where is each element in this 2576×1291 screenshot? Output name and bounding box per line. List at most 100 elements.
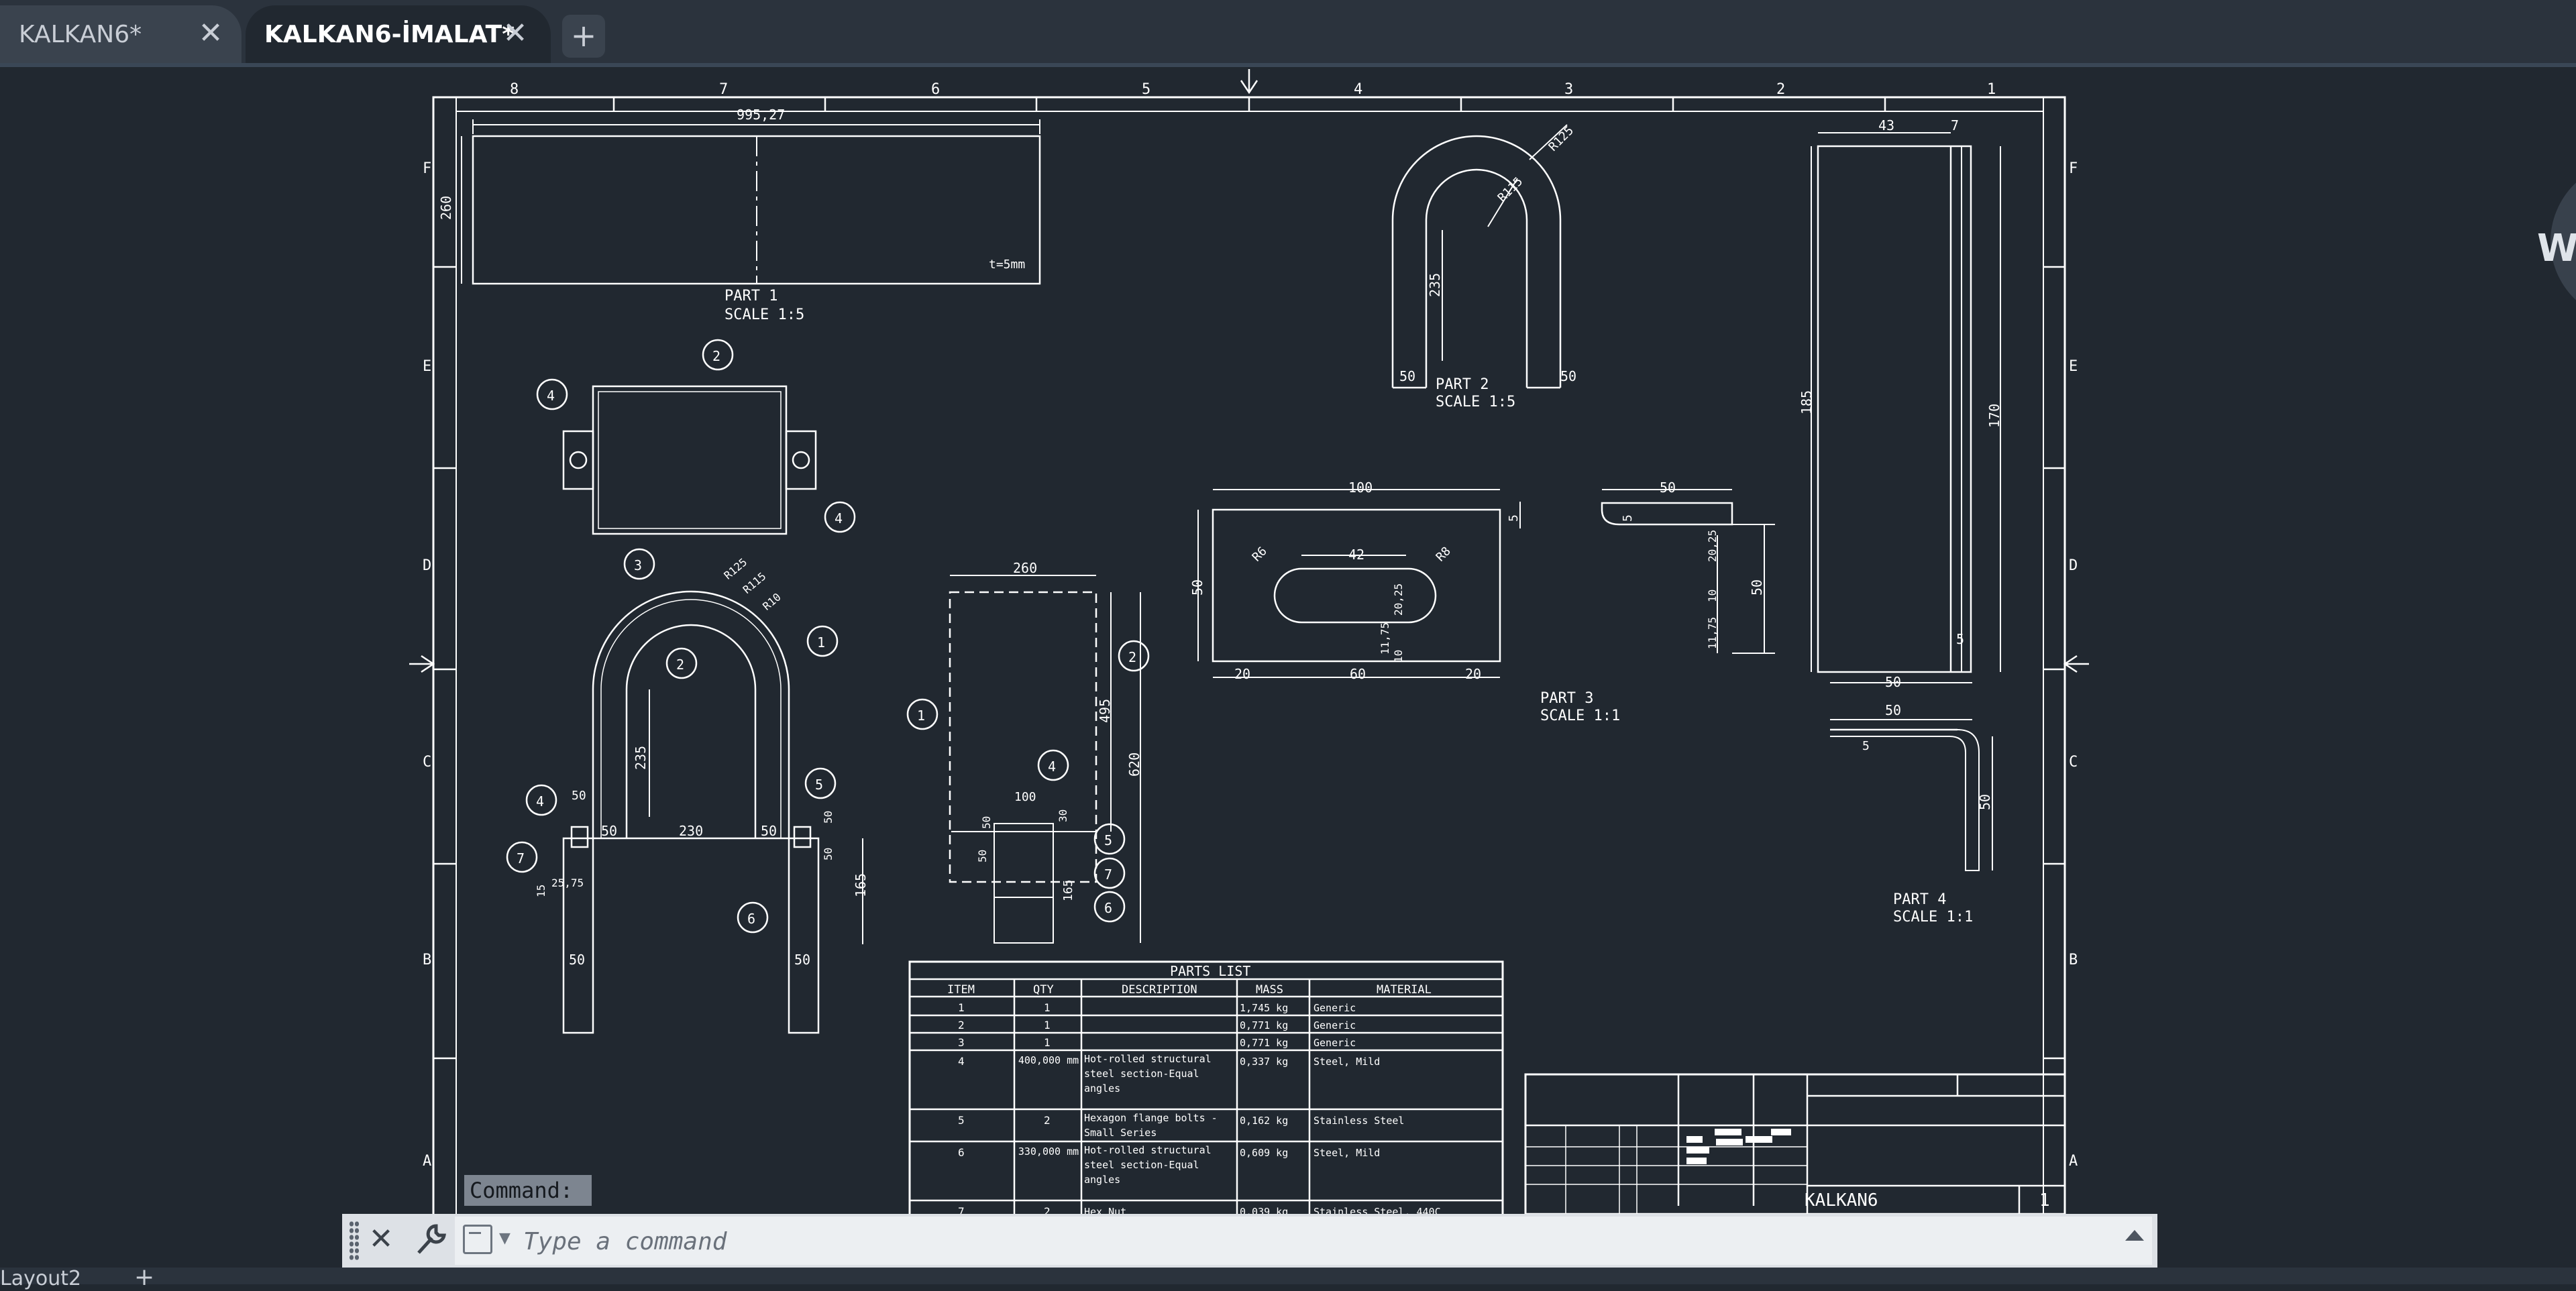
assembly-side-view[interactable] (906, 575, 1150, 944)
viewcube-west-label[interactable]: W (2537, 227, 2576, 270)
balloon-label: 2 (676, 657, 684, 673)
part2-r-outer: R125 (1546, 123, 1577, 154)
close-icon[interactable]: ✕ (198, 16, 223, 50)
title-block (1524, 1073, 2066, 1231)
front-r3: R10 (760, 590, 783, 612)
assembly-top-view[interactable] (536, 339, 856, 580)
tab-layout2[interactable]: Layout2 (0, 1267, 82, 1290)
part3-side-d3: 11,75 (1706, 617, 1719, 649)
border-label: 5 (1142, 81, 1150, 98)
cell: 1 (1044, 1001, 1051, 1014)
part3-r-left: R6 (1250, 544, 1270, 564)
part3-d1: 20,25 (1392, 583, 1405, 616)
part3-label: PART 3 (1540, 690, 1593, 707)
border-label: B (423, 952, 431, 968)
part3-r-right: R8 (1434, 544, 1454, 564)
part3-d2: 10 (1392, 650, 1405, 663)
drag-handle-icon[interactable] (349, 1221, 360, 1261)
assembly-front-view[interactable] (506, 590, 863, 1034)
cell: 0,771 kg (1240, 1037, 1288, 1049)
side-h1: 495 (1097, 699, 1113, 723)
front-r2: R115 (741, 570, 769, 596)
border-label: E (423, 358, 431, 375)
part2-r-inner: R115 (1495, 174, 1526, 205)
part4-right-dim: 170 (1986, 404, 2002, 428)
side-d1: 100 (1014, 790, 1036, 804)
border-label: 6 (931, 81, 940, 98)
cell: 6 (958, 1146, 965, 1159)
part1-label: PART 1 (724, 288, 777, 304)
part4-view[interactable] (1811, 132, 2001, 871)
chevron-up-icon[interactable] (2125, 1230, 2144, 1241)
cell: 5 (958, 1114, 965, 1127)
side-d5: 165 (1061, 879, 1075, 901)
front-small2: 15 (535, 885, 547, 897)
front-small4: 50 (822, 848, 835, 860)
side-h2: 620 (1126, 752, 1142, 777)
border-label: D (2069, 557, 2078, 574)
new-tab-button[interactable]: + (562, 15, 605, 58)
wrench-icon[interactable] (409, 1219, 449, 1259)
border-label: 8 (510, 81, 519, 98)
front-foot-left: 50 (569, 952, 585, 968)
part3-side-height: 50 (1749, 579, 1765, 596)
title-block-sheet: 1 (2039, 1190, 2050, 1211)
balloon-label: 5 (815, 777, 823, 793)
drawing-canvas[interactable]: 8 7 6 5 4 3 2 1 F E D C B A F E D C B A … (0, 66, 2576, 1268)
tabbar-divider (0, 63, 2576, 67)
front-r1: R125 (722, 555, 750, 581)
cell: Hot-rolled structural steel section-Equa… (1084, 1053, 1212, 1094)
sheet-border (409, 69, 2089, 1232)
part4-bottom-dim: 50 (1885, 674, 1901, 690)
command-input[interactable] (522, 1221, 2068, 1262)
part1-view[interactable] (461, 119, 1041, 285)
balloon-label: 6 (1104, 900, 1112, 916)
border-label-top: 8 7 6 5 4 3 2 1 (510, 81, 1996, 98)
border-label: C (2069, 754, 2078, 771)
tab-kalkan6-imalat[interactable]: KALKAN6-İMALAT* ✕ (246, 5, 551, 63)
add-layout-button[interactable]: + (134, 1264, 155, 1291)
border-label: 4 (1354, 81, 1362, 98)
chevron-down-icon[interactable]: ▼ (499, 1230, 511, 1247)
close-icon[interactable]: ✕ (502, 16, 528, 50)
parts-list-header: DESCRIPTION (1122, 983, 1197, 997)
command-prompt-icon[interactable] (463, 1225, 492, 1254)
part3-width-dim: 100 (1348, 480, 1373, 496)
cell: 4 (958, 1055, 965, 1068)
cell: Hexagon flange bolts - Small Series (1084, 1112, 1218, 1139)
front-leg-dim: 50 (572, 789, 586, 803)
part2-label: PART 2 (1436, 376, 1489, 393)
border-label: 2 (1776, 81, 1785, 98)
cell: 7 (958, 1205, 965, 1218)
border-label: C (423, 754, 431, 771)
part1-width-dim: 995,27 (737, 107, 785, 123)
part2-scale: SCALE 1:5 (1436, 394, 1515, 410)
parts-list-header: MATERIAL (1377, 983, 1432, 997)
border-label: B (2069, 952, 2078, 968)
part3-scale: SCALE 1:1 (1540, 708, 1620, 724)
document-tab-bar: KALKAN6* ✕ KALKAN6-İMALAT* ✕ + (0, 0, 2576, 67)
part2-view[interactable] (1391, 124, 1568, 389)
part2-height-dim: 235 (1427, 273, 1443, 297)
part4-side-thk: 5 (1862, 739, 1870, 753)
title-block-name: KALKAN6 (1805, 1190, 1878, 1211)
border-label: F (423, 160, 431, 177)
front-width: 230 (679, 823, 703, 839)
cell: 3 (958, 1036, 965, 1049)
cell: 2 (1044, 1205, 1051, 1218)
cell: Hot-rolled structural steel section-Equa… (1084, 1144, 1212, 1186)
part4-side-width: 50 (1885, 702, 1901, 718)
balloon-label: 6 (747, 911, 755, 927)
part3-slot-dim: 42 (1348, 547, 1364, 563)
part3-view[interactable] (1197, 489, 1775, 678)
side-d4: 50 (976, 850, 989, 862)
tab-kalkan6[interactable]: KALKAN6* ✕ (0, 5, 241, 63)
front-right-dim: 50 (761, 823, 777, 839)
close-icon[interactable]: ✕ (368, 1222, 394, 1256)
front-left-dim: 50 (601, 823, 617, 839)
cell: 0,162 kg (1240, 1115, 1288, 1127)
cell: 0,609 kg (1240, 1147, 1288, 1159)
balloon-label: 4 (1048, 759, 1056, 775)
balloon-label: 4 (835, 510, 843, 526)
part4-inner-dim: 5 (1956, 631, 1964, 647)
